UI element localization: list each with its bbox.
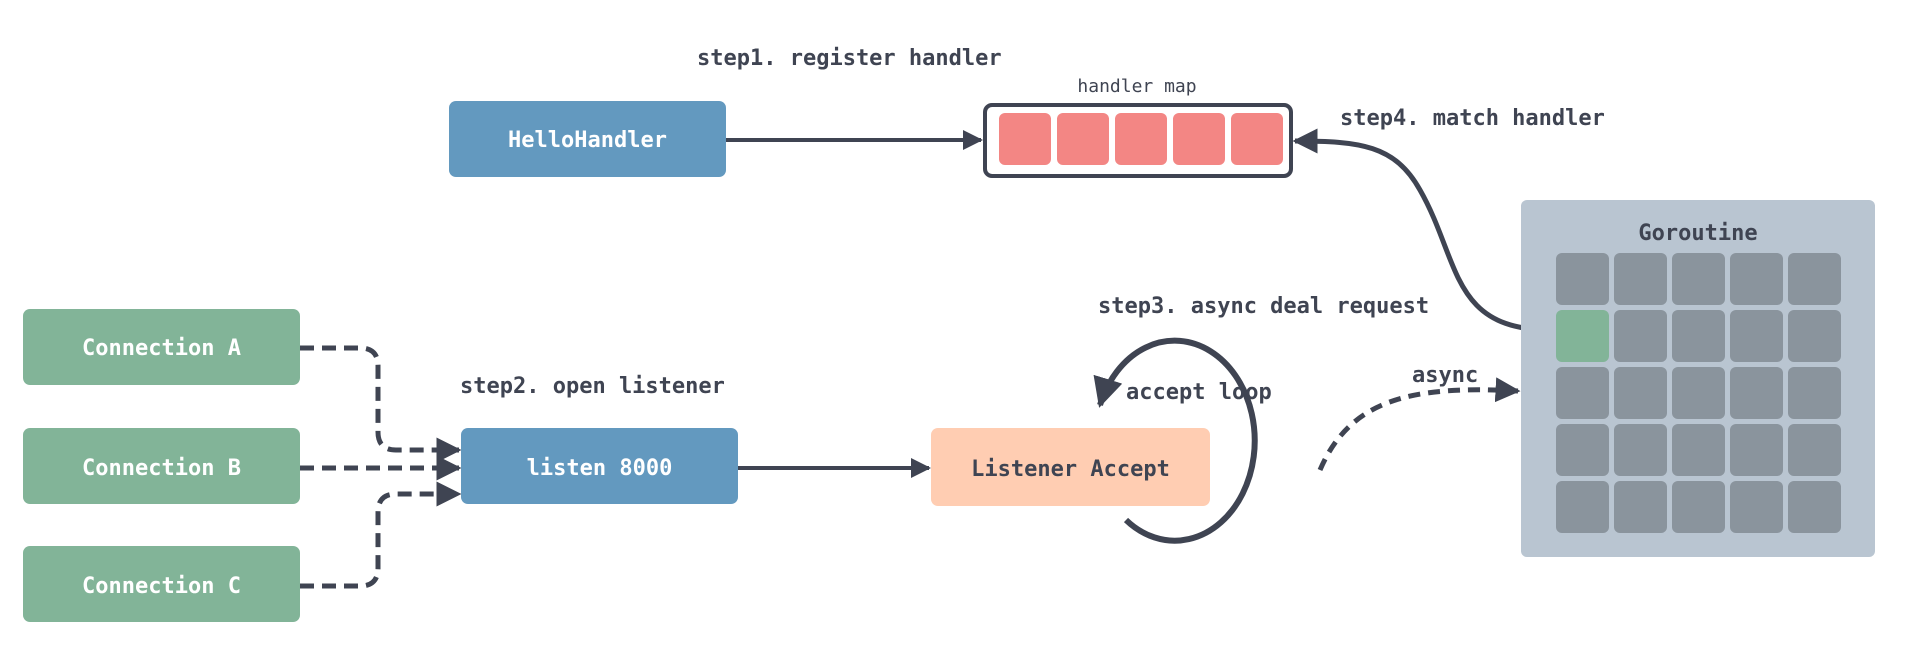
goroutine-cell <box>1730 253 1783 305</box>
handler-map-slot <box>1173 113 1225 165</box>
connection-b-node: Connection B <box>23 428 300 504</box>
goroutine-cell <box>1614 253 1667 305</box>
step1-label: step1. register handler <box>697 46 1002 71</box>
hello-handler-node: HelloHandler <box>449 101 726 177</box>
goroutine-cell <box>1672 424 1725 476</box>
handler-map-slot <box>1115 113 1167 165</box>
handler-map-title: handler map <box>1077 76 1196 97</box>
goroutine-cell <box>1614 310 1667 362</box>
goroutine-cell <box>1730 310 1783 362</box>
goroutine-cell <box>1788 481 1841 533</box>
connection-c-label: Connection C <box>82 574 241 599</box>
listen-node: listen 8000 <box>461 428 738 504</box>
step4-label: step4. match handler <box>1340 106 1605 131</box>
goroutine-cell <box>1788 424 1841 476</box>
async-label: async <box>1412 363 1478 388</box>
step3-label: step3. async deal request <box>1098 294 1429 319</box>
listener-accept-node: Listener Accept <box>931 428 1210 506</box>
goroutine-cell <box>1788 253 1841 305</box>
goroutine-grid <box>1556 253 1841 533</box>
connection-c-arrow <box>300 481 462 589</box>
handler-map <box>983 103 1293 178</box>
goroutine-cell <box>1730 481 1783 533</box>
goroutine-cell <box>1614 424 1667 476</box>
accept-loop-label: accept loop <box>1126 380 1272 405</box>
handler-map-slot <box>1231 113 1283 165</box>
handler-map-slots <box>999 113 1283 165</box>
connection-c-node: Connection C <box>23 546 300 622</box>
accept-loop-arrow <box>1093 337 1258 544</box>
goroutine-cell-active <box>1556 310 1609 362</box>
async-arrow <box>1317 377 1521 471</box>
goroutine-cell <box>1672 367 1725 419</box>
step2-label: step2. open listener <box>460 374 725 399</box>
goroutine-cell <box>1730 424 1783 476</box>
hello-handler-label: HelloHandler <box>508 128 667 153</box>
goroutine-cell <box>1614 367 1667 419</box>
goroutine-panel: Goroutine <box>1521 200 1875 557</box>
goroutine-cell <box>1556 481 1609 533</box>
listen-label: listen 8000 <box>527 456 673 481</box>
goroutine-cell <box>1672 481 1725 533</box>
goroutine-cell <box>1672 310 1725 362</box>
goroutine-cell <box>1556 424 1609 476</box>
connection-b-label: Connection B <box>82 456 241 481</box>
goroutine-cell <box>1556 367 1609 419</box>
goroutine-cell <box>1788 367 1841 419</box>
connection-a-arrow <box>300 345 462 463</box>
connection-a-node: Connection A <box>23 309 300 385</box>
match-handler-arrow <box>1292 128 1552 333</box>
listener-accept-label: Listener Accept <box>971 457 1170 482</box>
handler-map-slot <box>1057 113 1109 165</box>
goroutine-title: Goroutine <box>1638 221 1757 246</box>
goroutine-cell <box>1556 253 1609 305</box>
goroutine-cell <box>1730 367 1783 419</box>
goroutine-cell <box>1614 481 1667 533</box>
handler-map-slot <box>999 113 1051 165</box>
goroutine-cell <box>1788 310 1841 362</box>
goroutine-cell <box>1672 253 1725 305</box>
connection-a-label: Connection A <box>82 336 241 361</box>
